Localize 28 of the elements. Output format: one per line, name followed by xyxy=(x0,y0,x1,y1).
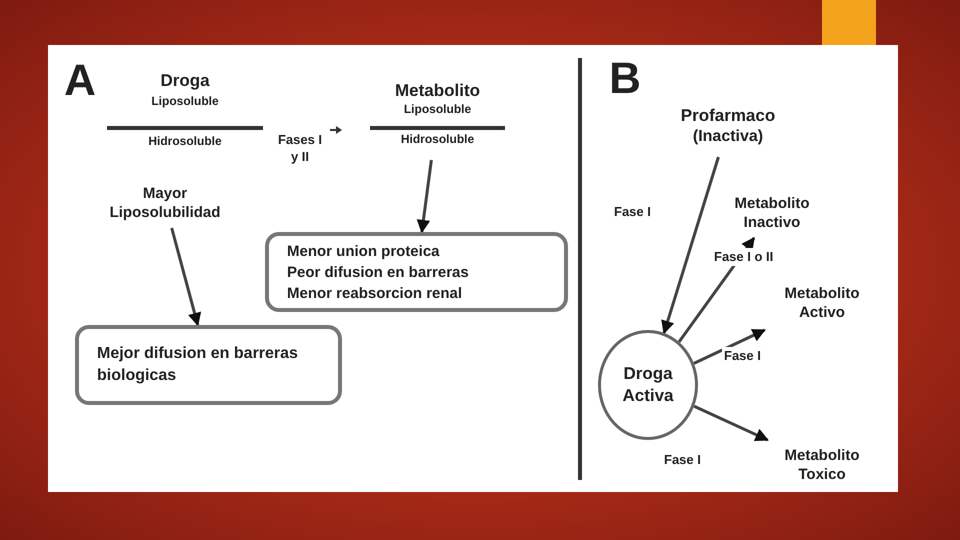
fraction-denominator: Hidrosoluble xyxy=(400,132,474,148)
node-text: Peor difusion en barreras xyxy=(287,262,469,282)
process-label: Fases I y II xyxy=(276,132,324,166)
fraction-denominator: Hidrosoluble xyxy=(147,134,223,150)
node-text: Droga Activa xyxy=(621,362,675,407)
panel-letter: A xyxy=(63,55,97,107)
panel-letter: B xyxy=(608,53,642,105)
arrow xyxy=(694,404,769,442)
node-text: Profarmaco xyxy=(680,104,776,127)
fraction-numerator: Liposoluble xyxy=(404,102,472,118)
arrow xyxy=(170,228,202,326)
arrow xyxy=(661,156,720,334)
node-text: Metabolito Toxico xyxy=(784,446,860,484)
node-text: Metabolito Activo xyxy=(784,284,860,322)
node-text: Mayor Liposolubilidad xyxy=(108,184,222,222)
fraction-numerator: Liposoluble xyxy=(150,94,220,110)
node-text: Menor union proteica xyxy=(287,242,440,262)
node-text: Mejor difusion en barreras biologicas xyxy=(97,344,299,386)
rounded-box xyxy=(265,232,568,312)
node-text: (Inactiva) xyxy=(692,126,764,147)
edge-label: Fase I o II xyxy=(712,248,776,266)
rounded-box xyxy=(75,325,342,405)
node-text: Metabolito Inactivo xyxy=(734,194,810,232)
fraction-numerator: Droga xyxy=(159,70,211,92)
arrow xyxy=(693,328,766,365)
fraction-numerator: Metabolito xyxy=(395,80,480,102)
arrow xyxy=(416,160,433,234)
node-text: Menor reabsorcion renal xyxy=(287,284,462,304)
